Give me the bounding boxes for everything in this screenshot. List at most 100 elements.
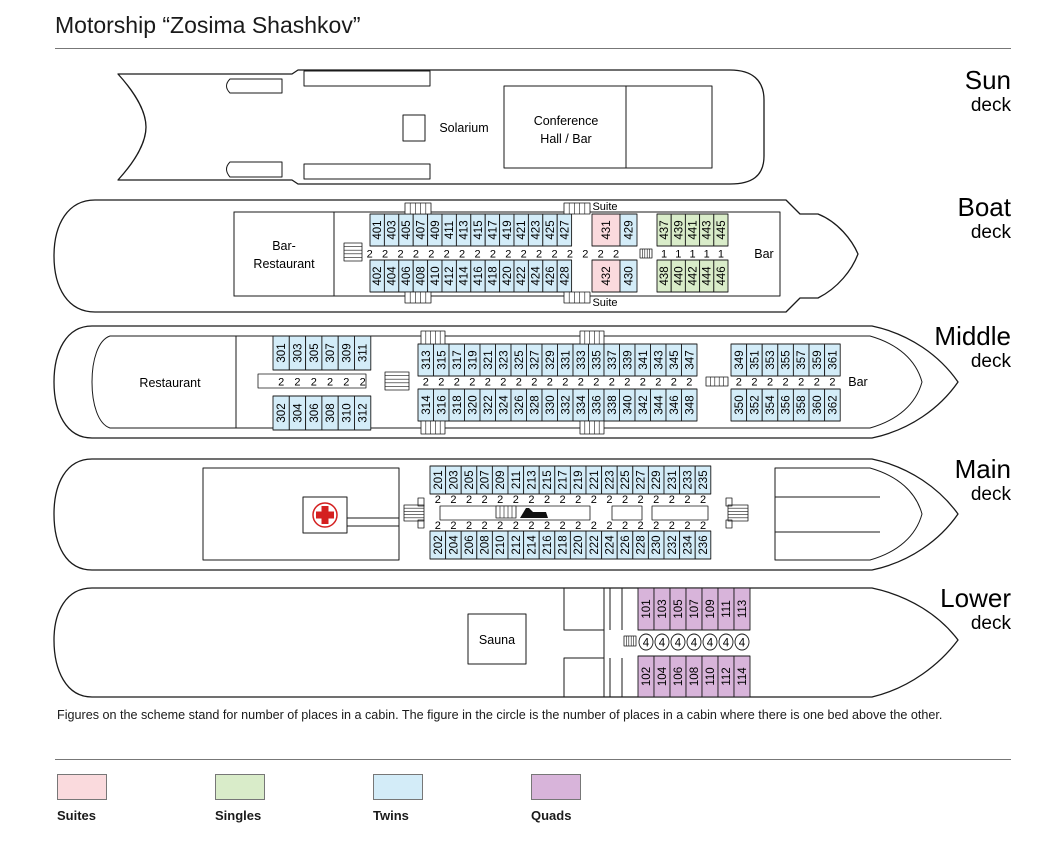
boat-stairs-bottom-fore (404, 291, 432, 304)
main-bottom-berth-count: 2 (544, 520, 550, 532)
bunk-circle (638, 633, 654, 651)
cabin-number-104: 104 (657, 666, 669, 686)
legend-rule (55, 759, 1011, 760)
cabin-number-312: 312 (358, 403, 370, 422)
sauna-room (467, 613, 527, 665)
cabin-362 (824, 388, 841, 422)
cabin-number-110: 110 (705, 667, 717, 685)
cabin-number-442: 442 (688, 266, 700, 285)
cabin-361 (824, 343, 841, 377)
main-bottom-berth-count: 2 (622, 520, 628, 532)
main-service-block-3 (651, 505, 709, 521)
main-top-berth-count: 2 (622, 494, 628, 506)
main-stair-post (725, 497, 733, 507)
cabin-445 (713, 213, 729, 247)
legend-label-quads: Quads (531, 808, 572, 823)
cabin-number-439: 439 (673, 220, 685, 239)
boat-single-berth-count: 1 (675, 249, 681, 261)
cabin-312 (354, 395, 372, 431)
sun-deck-hull (117, 69, 765, 185)
deck-word-sun: deck (971, 95, 1012, 116)
main-bottom-berth-count: 2 (591, 520, 597, 532)
cabin-number-358: 358 (796, 395, 808, 414)
bunk-circle (702, 633, 718, 651)
boat-suite-label-top: Suite (592, 201, 617, 213)
boat-berth-count: 2 (567, 249, 573, 261)
sun-deck: Solarium Conference Hall / Bar (117, 69, 765, 185)
cabin-114 (733, 655, 751, 698)
main-stairs-center (495, 505, 517, 519)
cabin-number-428: 428 (559, 266, 571, 285)
cabin-number-221: 221 (589, 470, 601, 489)
cabin-number-318: 318 (452, 395, 464, 414)
cabin-number-409: 409 (430, 220, 442, 239)
main-medical-room (202, 467, 400, 561)
boat-stairs-mid (639, 248, 653, 259)
cabin-number-446: 446 (716, 266, 728, 285)
cabin-number-340: 340 (622, 395, 634, 414)
boat-stairs-fore (343, 242, 363, 262)
bunk-circle (670, 633, 686, 651)
sun-deck-bench-top (303, 70, 431, 87)
middle-b-berth-count: 2 (671, 377, 677, 389)
middle-restaurant-label: Restaurant (139, 376, 201, 390)
cabin-number-325: 325 (514, 350, 526, 369)
middle-bar-label: Bar (848, 375, 867, 389)
boat-berth-count: 2 (598, 249, 604, 261)
main-top-berth-count: 2 (700, 494, 706, 506)
main-top-berth-count: 2 (435, 494, 441, 506)
middle-c-berth-count: 2 (767, 377, 773, 389)
middle-stairs-bottom-fore (420, 420, 446, 435)
bunk-berth-count: 4 (707, 638, 714, 650)
cabin-number-416: 416 (473, 266, 485, 285)
cabin-number-360: 360 (812, 395, 824, 414)
boat-berth-count: 2 (413, 249, 419, 261)
cabin-number-309: 309 (341, 343, 353, 362)
cabin-number-321: 321 (483, 350, 495, 369)
main-top-berth-count: 2 (513, 494, 519, 506)
boat-berth-count: 2 (428, 249, 434, 261)
bunk-circle (718, 633, 734, 651)
boat-berth-count: 2 (397, 249, 403, 261)
cabin-number-202: 202 (433, 535, 445, 554)
cabin-number-419: 419 (502, 220, 514, 239)
bunk-circle (734, 633, 750, 651)
main-top-berth-count: 2 (560, 494, 566, 506)
legend-swatch-singles (215, 774, 265, 800)
first-aid-cross (316, 506, 334, 524)
cabin-number-206: 206 (464, 535, 476, 554)
boat-stairs-bottom-aft (563, 291, 591, 304)
middle-stairs-bottom-aft (579, 420, 605, 435)
middle-b-berth-count: 2 (485, 377, 491, 389)
cabin-number-108: 108 (689, 667, 701, 686)
cabin-number-208: 208 (480, 535, 492, 554)
cabin-number-444: 444 (702, 266, 714, 286)
cabin-number-210: 210 (495, 535, 507, 554)
deck-word-boat: deck (971, 222, 1012, 243)
cabin-number-105: 105 (673, 599, 685, 618)
cabin-number-114: 114 (737, 667, 749, 686)
bunk-circle (686, 633, 702, 651)
boat-bar-restaurant (233, 211, 335, 297)
conference-label-1: Conference (534, 114, 599, 128)
boat-berth-count: 2 (536, 249, 542, 261)
solarium-box (402, 114, 426, 142)
main-bottom-berth-count: 2 (466, 520, 472, 532)
main-top-berth-count: 2 (606, 494, 612, 506)
cabin-number-317: 317 (452, 350, 464, 369)
boat-berth-count: 2 (382, 249, 388, 261)
cabin-number-361: 361 (827, 350, 839, 369)
cabin-number-338: 338 (607, 395, 619, 414)
boat-berth-count: 2 (444, 249, 450, 261)
cabin-446 (713, 259, 729, 293)
iron-icon (520, 508, 548, 518)
main-top-berth-count: 2 (466, 494, 472, 506)
deck-word-main: deck (971, 484, 1012, 505)
title-rule (55, 48, 1011, 49)
middle-b-berth-count: 2 (686, 377, 692, 389)
cabin-number-328: 328 (529, 395, 541, 414)
main-top-berth-count: 2 (638, 494, 644, 506)
cabin-number-401: 401 (372, 220, 384, 239)
cabin-number-402: 402 (372, 266, 384, 285)
